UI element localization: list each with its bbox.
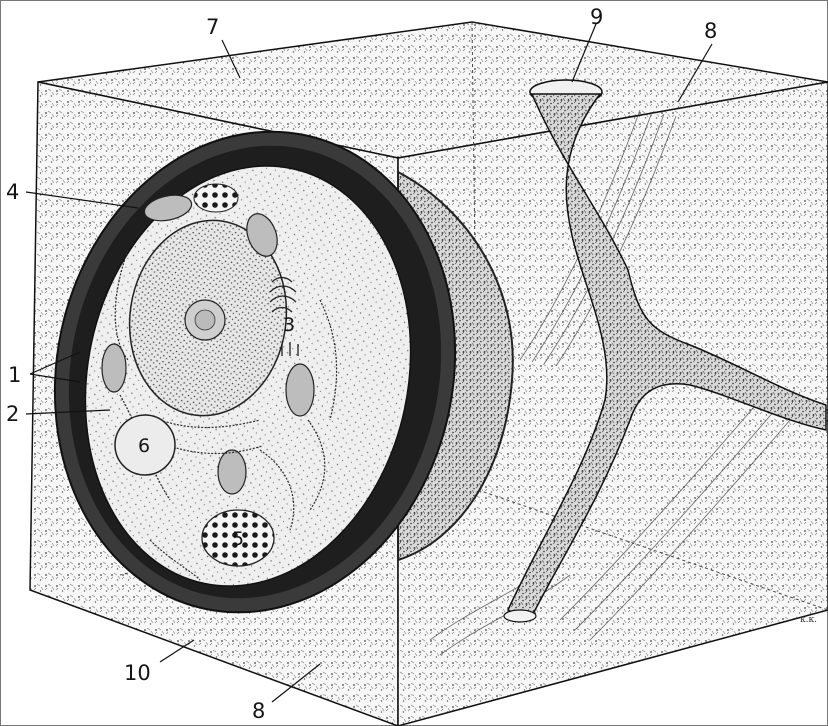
label-8-top: 8 [704, 19, 717, 43]
label-3: 3 [283, 314, 295, 336]
label-4: 4 [6, 180, 19, 204]
label-9: 9 [590, 5, 603, 29]
label-5: 5 [232, 528, 244, 550]
granule-cluster-top [194, 184, 238, 212]
label-10: 10 [124, 661, 151, 685]
label-6: 6 [138, 435, 150, 457]
trunk-bottom-cut [504, 610, 536, 622]
label-8-bottom: 8 [252, 699, 265, 723]
artist-signature: к.к. [800, 615, 817, 625]
label-7: 7 [206, 15, 219, 39]
label-2: 2 [6, 402, 19, 426]
label-1: 1 [8, 363, 21, 387]
